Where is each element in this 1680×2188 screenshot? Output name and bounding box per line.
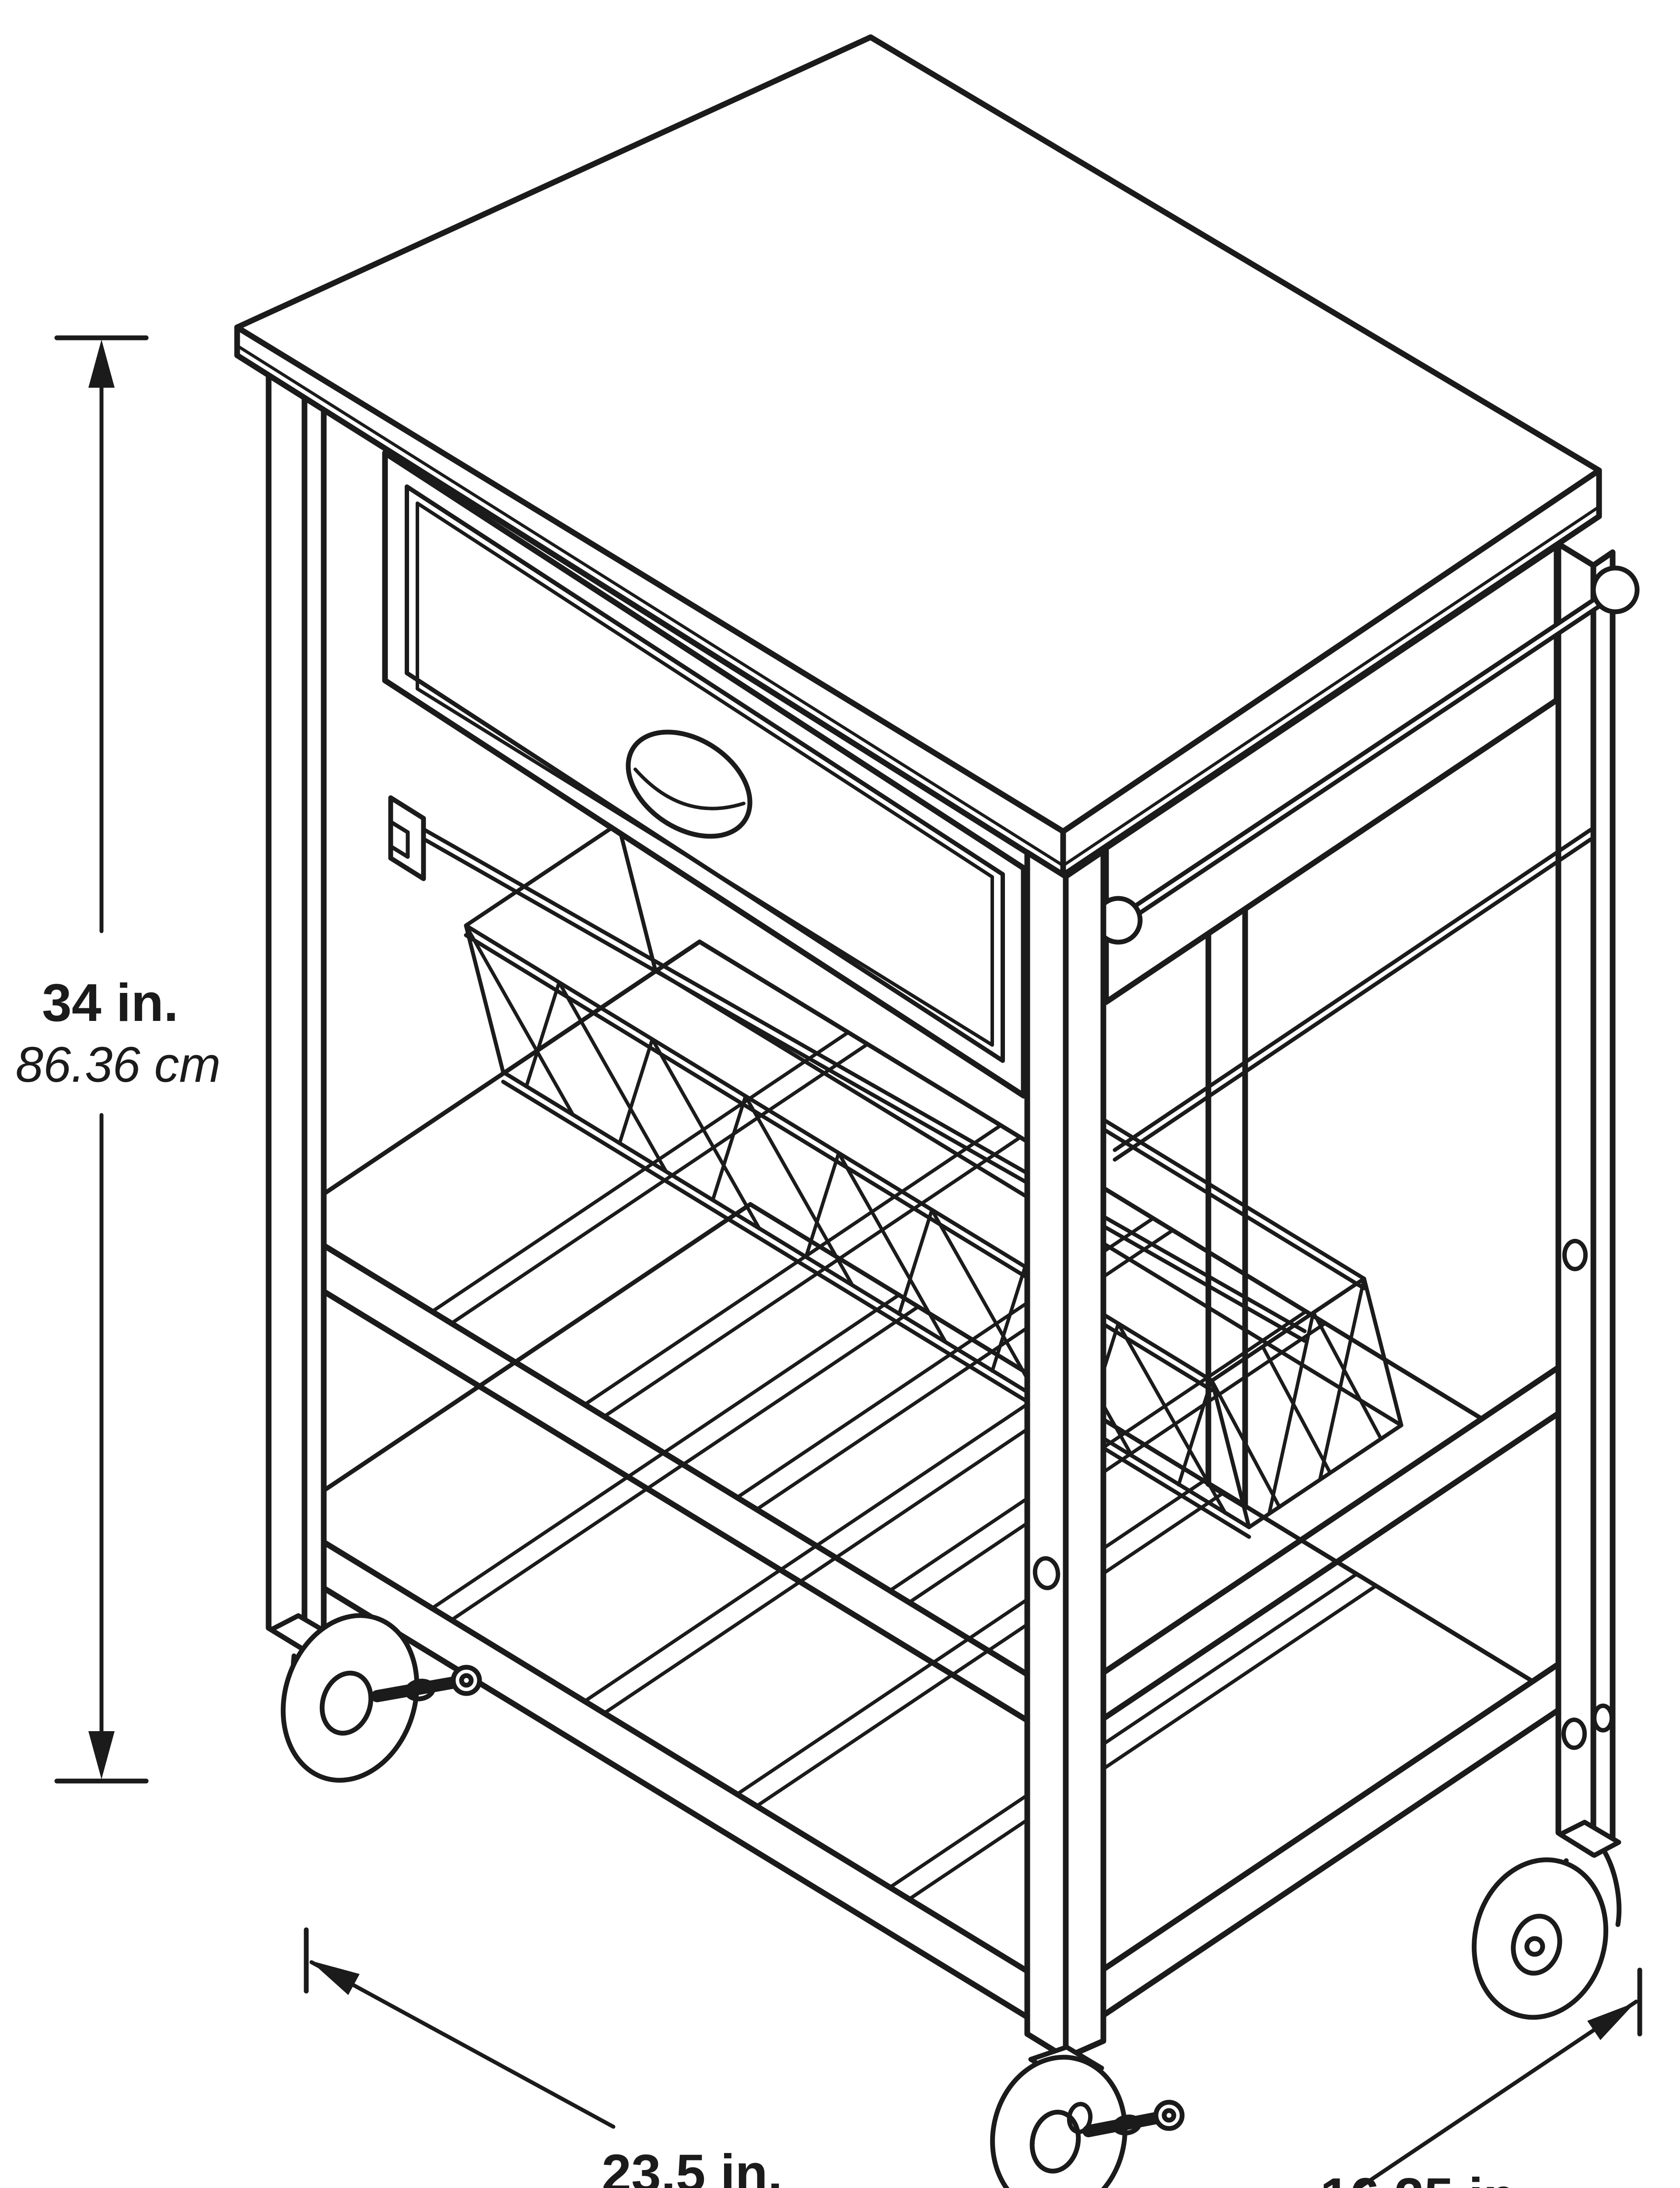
width-dim-arrow-outer	[310, 1960, 360, 1995]
tabletop	[234, 34, 1602, 878]
leg-peg-holes	[1032, 1239, 1614, 2134]
width-dimension	[304, 1927, 616, 2129]
depth-dimension	[1355, 1967, 1642, 2188]
width-label-in: 23.5 in.	[602, 2143, 783, 2188]
height-dim-arrow-down	[88, 1731, 115, 1779]
bottom-shelf-slats	[430, 1293, 1378, 1901]
right-caster-wheel	[1471, 1820, 1622, 2020]
height-dimension	[54, 335, 149, 1784]
basket-slide-rails	[388, 795, 1593, 1343]
depth-label-in: 16.25 in.	[1320, 2167, 1531, 2188]
basket-lattice	[464, 924, 1382, 1515]
bottom-shelf-front-rail	[280, 1515, 1069, 2044]
right-leg	[1555, 541, 1616, 1858]
kitchen-cart-illustration	[54, 34, 1642, 2188]
oval-drawer-pull[interactable]	[609, 711, 769, 858]
height-dim-arrow-up	[88, 340, 115, 388]
front-leg	[1024, 848, 1106, 2061]
height-label-cm: 86.36 cm	[16, 1037, 221, 1093]
left-leg	[266, 370, 327, 1653]
storage-drawer[interactable]	[382, 450, 1027, 1099]
depth-dim-arrow-outer	[1587, 2002, 1635, 2040]
front-caster-wheel	[990, 2044, 1185, 2188]
height-label-in: 34 in.	[42, 973, 178, 1032]
left-caster-wheel	[269, 1613, 482, 1783]
dimension-labels: 34 in. 86.36 cm 23.5 in. 59.69 cm 16.25 …	[16, 973, 1531, 2188]
